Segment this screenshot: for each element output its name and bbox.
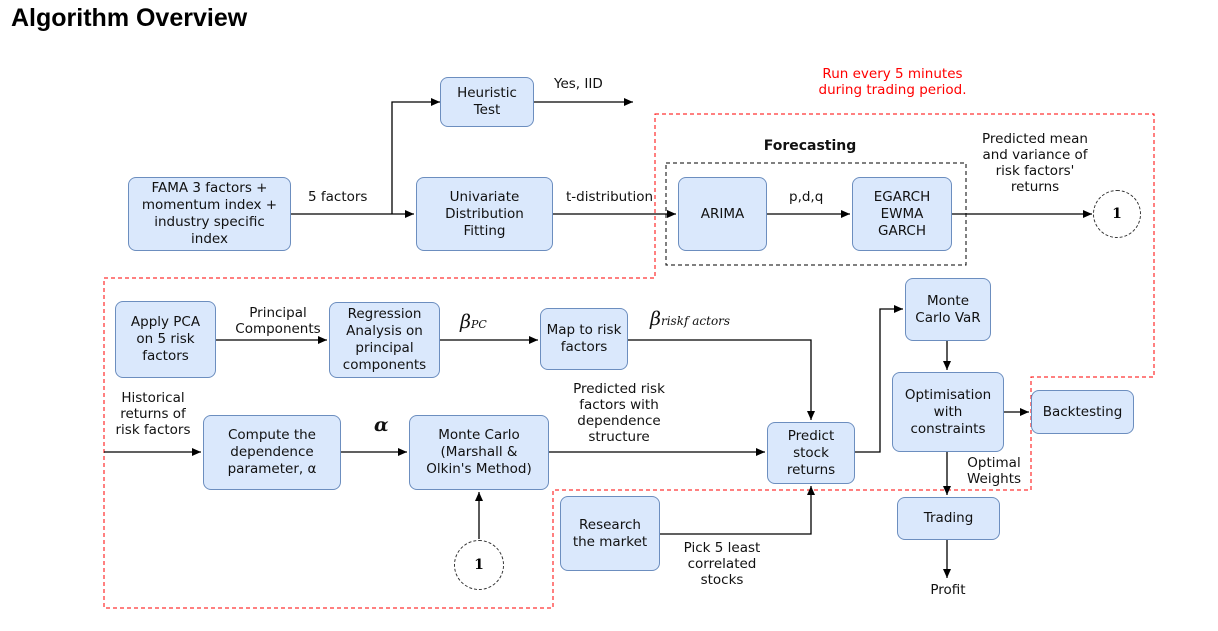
research-market-node: Research the market	[560, 496, 660, 571]
monte-carlo-node: Monte Carlo (Marshall & Olkin's Method)	[409, 415, 549, 490]
edge-research-predict	[660, 486, 815, 535]
egarch-ewma-garch-node: EGARCH EWMA GARCH	[852, 177, 952, 251]
connector-1-in: 1	[454, 540, 504, 590]
monte-carlo-var-node: Monte Carlo VaR	[905, 278, 991, 341]
edge-fama-heuristic	[391, 98, 440, 214]
arima-node: ARIMA	[678, 177, 767, 251]
label-predicted-risk-factors: Predicted risk factors with dependence s…	[573, 381, 665, 445]
predict-stock-returns-node: Predict stock returns	[767, 422, 855, 484]
heuristic-test-node: Heuristic Test	[440, 77, 534, 127]
label-profit: Profit	[930, 582, 966, 598]
label-historical-returns: Historical returns of risk factors	[115, 390, 191, 438]
edge-predict-mcvar	[855, 305, 903, 453]
edge-map-predict	[628, 339, 815, 420]
label-alpha: α	[374, 414, 389, 436]
regression-analysis-node: Regression Analysis on principal compone…	[329, 302, 440, 378]
label-predicted-mean: Predicted mean and variance of risk fact…	[982, 131, 1088, 195]
run-frequency-note: Run every 5 minutes during trading perio…	[818, 66, 967, 98]
label-beta-pc: βPC	[460, 311, 487, 333]
label-t-distribution: t-distribution	[566, 189, 654, 205]
connector-1-out: 1	[1093, 190, 1141, 238]
optimisation-node: Optimisation with constraints	[892, 372, 1004, 452]
label-optimal-weights: Optimal Weights	[966, 455, 1022, 487]
page-title: Algorithm Overview	[11, 4, 248, 32]
realtime-region-outline	[103, 113, 1155, 609]
label-5-factors: 5 factors	[308, 189, 368, 205]
compute-dependence-node: Compute the dependence parameter, α	[203, 415, 341, 490]
backtesting-node: Backtesting	[1031, 390, 1134, 434]
map-to-risk-factors-node: Map to risk factors	[540, 308, 628, 370]
trading-node: Trading	[897, 497, 1000, 540]
label-pdq: p,d,q	[789, 189, 824, 205]
forecasting-group-label: Forecasting	[763, 138, 857, 154]
label-principal-components: Principal Components	[235, 305, 321, 337]
fama-factors-node: FAMA 3 factors + momentum index + indust…	[128, 177, 291, 251]
label-beta-riskfactors: βriskf actors	[650, 308, 731, 330]
apply-pca-node: Apply PCA on 5 risk factors	[115, 301, 216, 378]
label-yes-iid: Yes, IID	[554, 76, 603, 92]
univariate-fitting-node: Univariate Distribution Fitting	[416, 177, 553, 251]
label-pick-5-stocks: Pick 5 least correlated stocks	[683, 540, 761, 588]
